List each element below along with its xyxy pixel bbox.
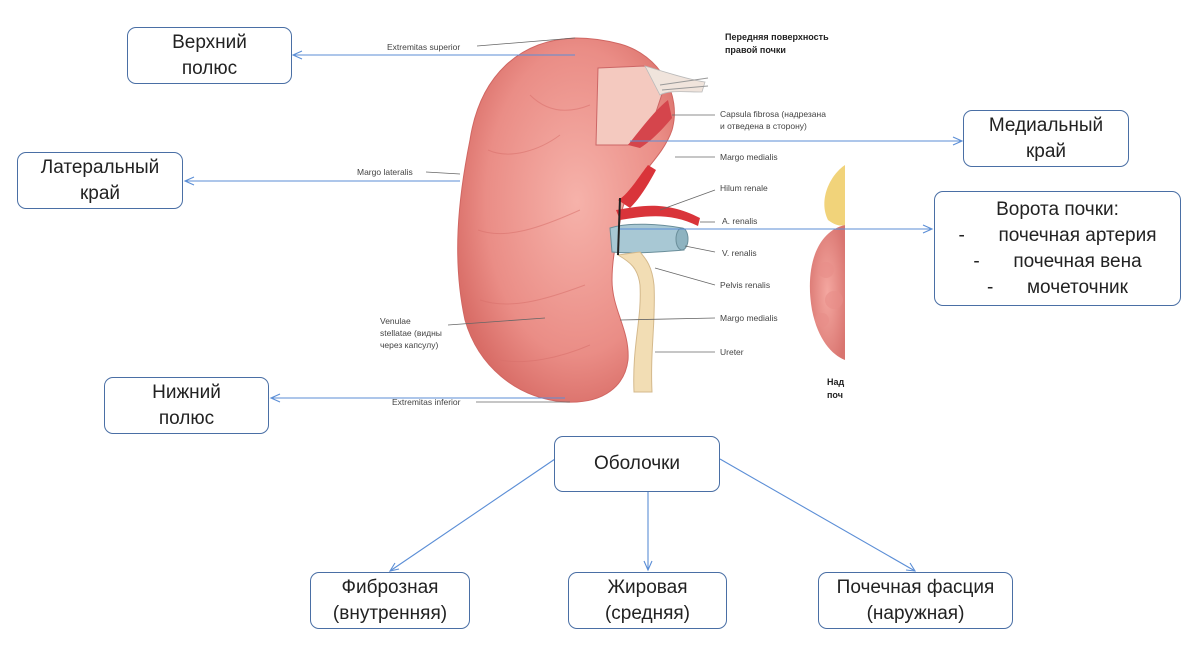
hilum-item-text: почечная артерия bbox=[998, 224, 1157, 246]
label-extremitas-inferior: Extremitas inferior bbox=[392, 397, 461, 407]
membranes-label: Оболочки bbox=[593, 453, 681, 474]
fibrous-line-2: (внутренняя) bbox=[332, 602, 448, 624]
fascia-box: Почечная фасция (наружная) bbox=[818, 572, 1013, 629]
fibrous-box: Фиброзная (внутренняя) bbox=[310, 572, 470, 629]
label-venulae-1: Venulae bbox=[380, 316, 411, 326]
arrow-fascia bbox=[719, 458, 916, 572]
fatty-box: Жировая (средняя) bbox=[568, 572, 727, 629]
label-margo-lateralis: Margo lateralis bbox=[357, 167, 413, 177]
hilum-item-text: почечная вена bbox=[1013, 250, 1142, 272]
label-venulae-2: stellatae (видны bbox=[380, 328, 442, 338]
arrowhead-fatty bbox=[643, 560, 653, 572]
cut-text-2: поч bbox=[827, 390, 843, 400]
cut-text-1: Над bbox=[827, 377, 845, 387]
label-a-renalis: A. renalis bbox=[722, 216, 757, 226]
hilum-item-dash: - bbox=[986, 276, 994, 298]
illustration-heading-line-1: Передняя поверхность bbox=[725, 32, 829, 42]
lower-pole-box: Нижний полюс bbox=[104, 377, 269, 434]
arrowhead-upper-pole bbox=[291, 50, 303, 60]
illustration-heading-line-2: правой почки bbox=[725, 45, 786, 55]
arrowhead-lateral-edge bbox=[183, 176, 195, 186]
fascia-line-2: (наружная) bbox=[866, 602, 965, 624]
lateral-edge-line-1: Латеральный bbox=[40, 156, 160, 178]
arrowhead-fibrous bbox=[388, 562, 400, 572]
fatty-line-1: Жировая bbox=[607, 576, 688, 598]
hilum-title: Ворота почки: bbox=[996, 198, 1119, 220]
hilum-item-dash: - bbox=[958, 224, 965, 246]
upper-pole-line-1: Верхний bbox=[172, 31, 247, 53]
label-margo-medialis-upper: Margo medialis bbox=[720, 152, 778, 162]
medial-edge-line-2: край bbox=[1025, 140, 1067, 162]
arrowhead-hilum bbox=[922, 224, 934, 234]
label-hilum-renale: Hilum renale bbox=[720, 183, 768, 193]
adjacent-organ bbox=[809, 165, 845, 360]
medial-edge-line-1: Медиальный bbox=[988, 114, 1104, 136]
illustration-leader-lines bbox=[425, 37, 716, 403]
lateral-edge-box: Латеральный край bbox=[17, 152, 183, 209]
label-margo-medialis-lower: Margo medialis bbox=[720, 313, 778, 323]
lower-pole-line-1: Нижний bbox=[152, 381, 221, 403]
medial-edge-box: Медиальный край bbox=[963, 110, 1129, 167]
upper-pole-box: Верхний полюс bbox=[127, 27, 292, 84]
membranes-box: Оболочки bbox=[554, 436, 720, 492]
arrowhead-fascia bbox=[905, 562, 917, 572]
arrowhead-lower-pole bbox=[269, 393, 281, 403]
label-ureter: Ureter bbox=[720, 347, 744, 357]
upper-pole-line-2: полюс bbox=[181, 57, 238, 79]
hilum-item-vein: - почечная вена bbox=[935, 249, 1180, 275]
hilum-item-artery: - почечная артерия bbox=[935, 223, 1180, 249]
arrowhead-medial-edge bbox=[952, 136, 964, 146]
label-pelvis-renalis: Pelvis renalis bbox=[720, 280, 770, 290]
hilum-item-ureter: - мочеточник bbox=[935, 275, 1180, 301]
lateral-edge-line-2: край bbox=[79, 182, 121, 204]
lower-pole-line-2: полюс bbox=[158, 407, 215, 429]
hilum-item-dash: - bbox=[973, 250, 980, 272]
label-v-renalis: V. renalis bbox=[722, 248, 757, 258]
kidney-lobe-lines bbox=[477, 94, 591, 363]
arrow-fibrous bbox=[389, 458, 556, 572]
connector-arrows bbox=[183, 50, 964, 572]
label-extremitas-superior: Extremitas superior bbox=[387, 42, 460, 52]
label-capsula-fibrosa-2: и отведена в сторону) bbox=[720, 121, 807, 131]
label-venulae-3: через капсулу) bbox=[380, 340, 438, 350]
fibrous-line-1: Фиброзная bbox=[341, 576, 439, 598]
fascia-line-1: Почечная фасция bbox=[836, 576, 995, 598]
hilum-box: Ворота почки: - почечная артерия - почеч… bbox=[934, 191, 1181, 306]
fatty-line-2: (средняя) bbox=[604, 602, 691, 624]
label-capsula-fibrosa-1: Capsula fibrosa (надрезана bbox=[720, 109, 826, 119]
hilum-vessels bbox=[609, 165, 700, 393]
hilum-item-text: мочеточник bbox=[1026, 276, 1128, 298]
